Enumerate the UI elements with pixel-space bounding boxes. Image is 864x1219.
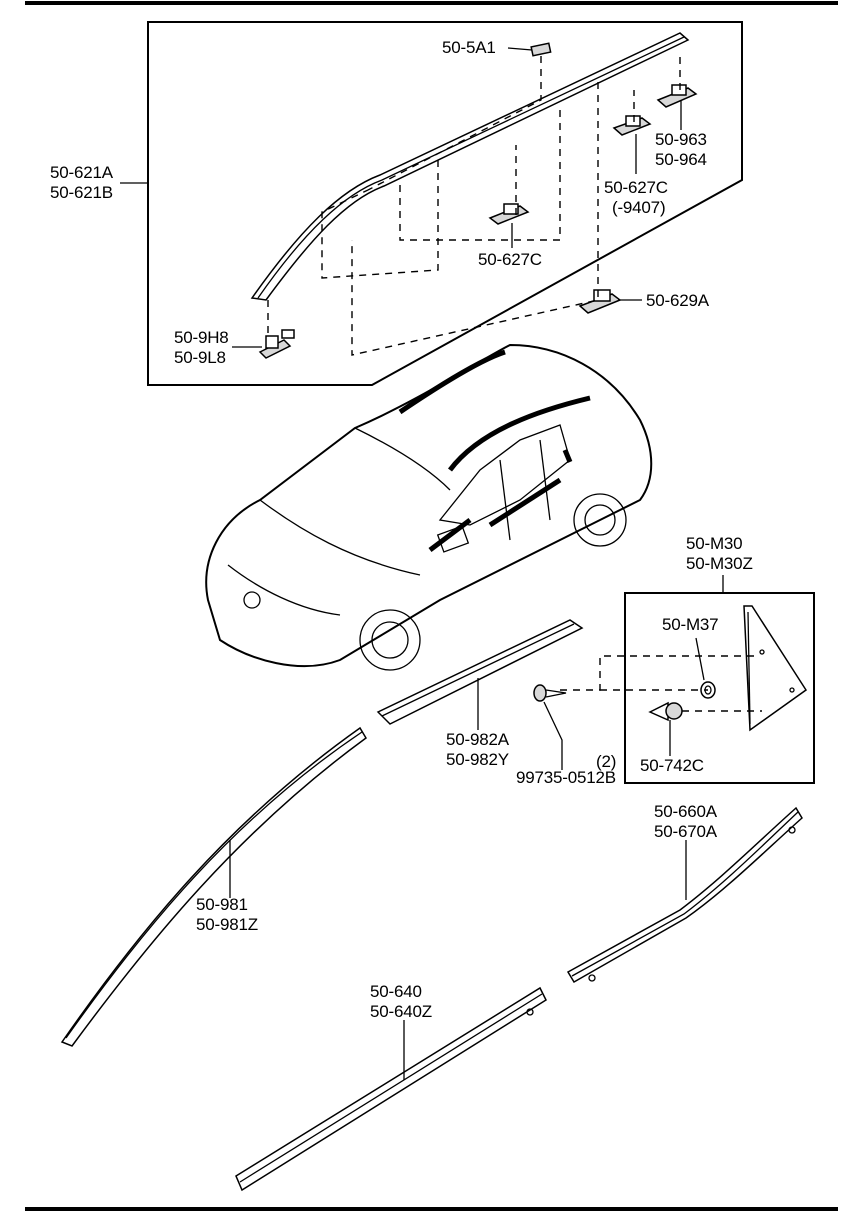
part-number: 50-964 [655,150,707,169]
roof-rail-inset-frame [147,21,743,386]
part-number: 50-621B [50,183,113,202]
label-quantity: (2) [596,752,616,772]
part-number: 50-982Y [446,750,509,769]
roof-rail-molding [250,32,690,301]
quarter-window-glass [743,605,808,732]
part-number: 50-670A [654,822,717,841]
label-981: 50-981 50-981Z [196,895,258,935]
part-number: 50-660A [654,802,717,821]
part-number: 50-M30Z [686,554,753,573]
label-m30: 50-M30 50-M30Z [686,534,753,574]
part-number: 50-627C [604,178,668,197]
part-number: 50-629A [646,291,709,310]
vehicle-outline [205,343,653,671]
part-number: 50-M30 [686,534,743,553]
part-number: 50-M37 [662,615,719,634]
label-660-670: 50-660A 50-670A [654,802,717,842]
label-9h8-9l8: 50-9H8 50-9L8 [174,328,229,368]
label-621: 50-621A 50-621B [50,163,113,203]
clip-742c [648,701,683,722]
roof-dash-lines [267,55,681,356]
part-number: 99735-0512B [516,768,616,787]
part-number: 50-640Z [370,1002,432,1021]
label-742c: 50-742C [640,756,704,776]
label-99735: 99735-0512B [516,768,616,788]
part-number: 50-9H8 [174,328,229,347]
roof-clip-627c-top [612,115,652,136]
label-640: 50-640 50-640Z [370,982,432,1022]
roof-clip-629a [578,289,622,314]
molding-640 [235,986,547,1192]
roof-leader-lines [120,47,682,348]
part-number: 50-9L8 [174,348,226,367]
part-number: 50-640 [370,982,422,1001]
quarter-window-inset-frame [624,592,815,784]
part-number: 50-963 [655,130,707,149]
part-number: 50-742C [640,756,704,775]
part-note: (-9407) [612,198,666,217]
label-5a1: 50-5A1 [442,38,496,58]
quarter-dash-lines [560,655,762,712]
part-number: 50-981 [196,895,248,914]
part-number: 50-5A1 [442,38,496,57]
part-number: 50-627C [478,250,542,269]
part-number: 50-621A [50,163,113,182]
quantity: (2) [596,752,617,771]
part-number: 50-981Z [196,915,258,934]
label-982: 50-982A 50-982Y [446,730,509,770]
molding-660 [566,806,803,984]
roof-clip-627c-mid [488,203,530,225]
belt-molding-982 [376,619,584,725]
label-m37: 50-M37 [662,615,719,635]
roof-clip-963 [656,84,698,108]
roof-clip-9h8 [258,329,295,359]
label-627c-top: 50-627C (-9407) [604,178,668,218]
label-629a: 50-629A [646,291,709,311]
label-627c-mid: 50-627C [478,250,542,270]
label-963-964: 50-963 50-964 [655,130,707,170]
molding-981 [60,726,367,1047]
part-number: 50-982A [446,730,509,749]
screw-99735 [533,684,567,702]
